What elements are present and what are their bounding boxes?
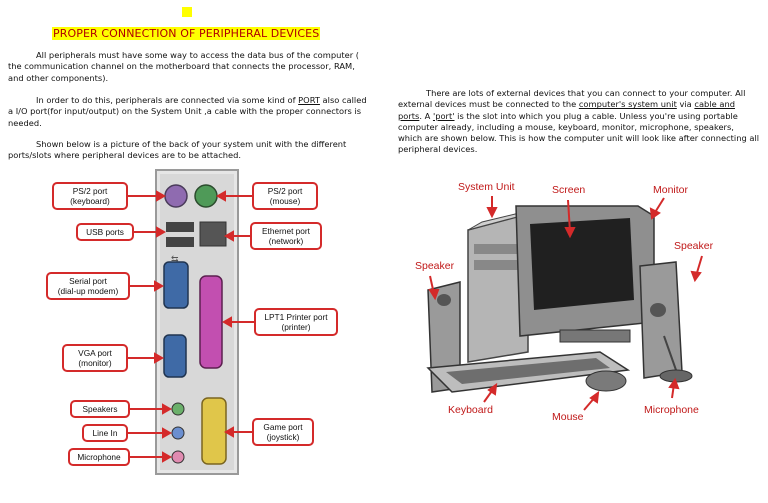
paragraph-text: via bbox=[676, 99, 695, 110]
paragraph-text: Shown below is a picture of the back of … bbox=[8, 139, 347, 161]
drive-bay-2 bbox=[474, 260, 520, 270]
speaker-left-label: Speaker bbox=[415, 260, 455, 272]
mouse-label: Mouse bbox=[552, 411, 584, 423]
microphone-label: Microphone bbox=[644, 404, 699, 416]
game-port-label: Game port (joystick) bbox=[252, 418, 314, 446]
keyboard-keys bbox=[446, 358, 610, 384]
mouse bbox=[585, 370, 627, 392]
system-unit-label: System Unit bbox=[458, 181, 515, 193]
ps2-mouse-label: PS/2 port (mouse) bbox=[252, 182, 318, 210]
usb-port-2 bbox=[166, 237, 194, 247]
ethernet-port-label: Ethernet port (network) bbox=[250, 222, 322, 250]
label-text: Line In bbox=[92, 428, 118, 438]
line-in-label: Line In bbox=[82, 424, 128, 442]
paragraph-picture-intro: Shown below is a picture of the back of … bbox=[8, 139, 366, 162]
right-callout-arrows bbox=[215, 190, 254, 438]
paragraph-port: In order to do this, peripherals are con… bbox=[8, 95, 370, 129]
label-text: PS/2 port (keyboard) bbox=[70, 186, 110, 206]
monitor-stand bbox=[559, 329, 631, 343]
paragraph-text: . A bbox=[419, 110, 433, 121]
paragraph-peripherals: All peripherals must have some way to ac… bbox=[8, 50, 366, 84]
vga-port-label: VGA port (monitor) bbox=[62, 344, 128, 372]
serial-port bbox=[163, 261, 189, 309]
usb-symbol-icon: ⇆ bbox=[171, 254, 179, 264]
speaker-right-label: Speaker bbox=[674, 240, 714, 252]
label-text: LPT1 Printer port (printer) bbox=[264, 312, 328, 332]
label-text: USB ports bbox=[86, 227, 124, 237]
ps2-keyboard-label: PS/2 port (keyboard) bbox=[52, 182, 128, 210]
speaker-right bbox=[639, 261, 683, 379]
label-text: Speakers bbox=[82, 404, 118, 414]
drive-bay-1 bbox=[474, 244, 520, 254]
system-unit-link[interactable]: computer's system unit bbox=[578, 99, 677, 110]
label-text: PS/2 port (mouse) bbox=[267, 186, 303, 206]
label-text: Microphone bbox=[77, 452, 121, 462]
left-callout-arrows bbox=[126, 190, 173, 463]
speakers-label: Speakers bbox=[70, 400, 130, 418]
cable-ports-link[interactable]: cable and ports bbox=[398, 99, 735, 121]
speaker-left-cone bbox=[437, 294, 451, 306]
port-term: PORT bbox=[298, 95, 320, 105]
label-text: Game port (joystick) bbox=[263, 422, 303, 442]
keyboard-label: Keyboard bbox=[448, 404, 493, 416]
highlight-marker bbox=[182, 7, 192, 17]
screen-label: Screen bbox=[552, 184, 586, 196]
usb-ports-label: USB ports bbox=[76, 223, 134, 241]
page-title: PROPER CONNECTION OF PERIPHERAL DEVICES bbox=[52, 27, 321, 40]
paragraph-external-devices: There are lots of external devices that … bbox=[398, 88, 760, 156]
paragraph-text: All peripherals must have some way to ac… bbox=[8, 50, 359, 83]
port-link[interactable]: 'port' bbox=[432, 110, 455, 121]
paragraph-text: also called a I/O port(for input/output)… bbox=[8, 95, 367, 128]
speaker-right-cone bbox=[650, 303, 666, 317]
monitor-label: Monitor bbox=[653, 184, 689, 196]
label-text: Serial port (dial-up modem) bbox=[57, 276, 119, 296]
label-text: VGA port (monitor) bbox=[78, 348, 112, 368]
paragraph-text: is the slot into which you plug a cable.… bbox=[398, 110, 760, 155]
lpt-printer-label: LPT1 Printer port (printer) bbox=[254, 308, 338, 336]
label-text: Ethernet port (network) bbox=[262, 226, 310, 246]
vga-port bbox=[163, 334, 187, 378]
pc-callout-arrows bbox=[428, 196, 703, 411]
monitor-screen bbox=[530, 218, 634, 310]
microphone-label: Microphone bbox=[68, 448, 130, 466]
paragraph-text: In order to do this, peripherals are con… bbox=[36, 95, 299, 105]
serial-port-label: Serial port (dial-up modem) bbox=[46, 272, 130, 300]
paragraph-text: There are lots of external devices that … bbox=[398, 88, 746, 110]
microphone-stand bbox=[663, 335, 677, 371]
ethernet-port bbox=[199, 221, 227, 247]
usb-port-1 bbox=[166, 222, 194, 232]
